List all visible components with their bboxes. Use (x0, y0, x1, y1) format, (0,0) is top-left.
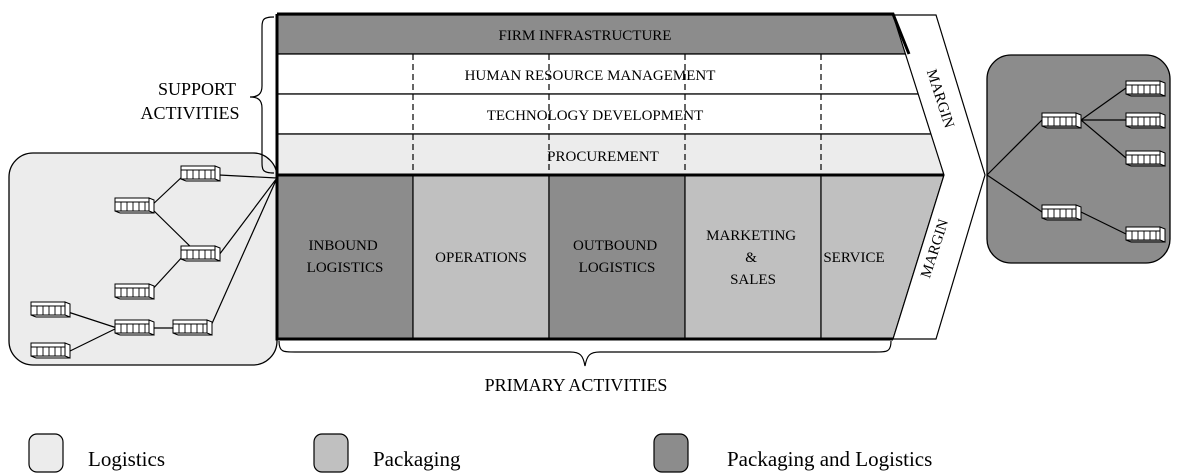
support-activities-label-line1: SUPPORT (158, 79, 236, 99)
primary-column-outbound-logistics (548, 174, 686, 340)
band-label-human-resource-management: HUMAN RESOURCE MANAGEMENT (465, 68, 716, 84)
band-label-procurement: PROCUREMENT (547, 149, 659, 165)
primary-label-service: SERVICE (823, 250, 884, 266)
primary-activities-label: PRIMARY ACTIVITIES (485, 375, 668, 395)
customer-network-panel (986, 54, 1171, 264)
value-chain-outline (275, 12, 944, 341)
warehouse-icon (1125, 80, 1166, 97)
warehouse-icon (180, 165, 221, 182)
warehouse-icon (30, 301, 71, 318)
margin-chevron: MARGIN MARGIN (892, 14, 986, 340)
warehouse-icon (114, 319, 155, 336)
support-dividers (412, 54, 822, 175)
warehouse-icon (30, 342, 71, 359)
warehouse-icon (1041, 112, 1082, 129)
supplier-links (67, 174, 278, 353)
supplier-network (8, 152, 278, 366)
legend: Logistics Packaging Packaging and Logist… (28, 433, 932, 473)
legend-swatch-packaging-and-logistics (653, 433, 689, 473)
primary-label-marketing-sales: MARKETING & SALES (706, 228, 800, 288)
warehouse-icon (114, 197, 155, 214)
band-label-firm-infrastructure: FIRM INFRASTRUCTURE (499, 28, 672, 44)
primary-activities-brace (278, 340, 892, 367)
legend-label-packaging-and-logistics: Packaging and Logistics (727, 447, 932, 471)
warehouse-icon (180, 245, 221, 262)
warehouse-icon (1125, 150, 1166, 167)
warehouse-icon (172, 319, 213, 336)
customer-links (986, 87, 1127, 235)
support-activities-label-line2: ACTIVITIES (141, 103, 240, 123)
warehouse-icon (114, 283, 155, 300)
band-label-technology-development: TECHNOLOGY DEVELOPMENT (487, 108, 704, 124)
primary-activities: INBOUND LOGISTICS OPERATIONS OUTBOUND LO… (276, 174, 945, 340)
primary-column-inbound-logistics (276, 174, 414, 340)
warehouse-icon (1125, 112, 1166, 129)
legend-label-packaging: Packaging (373, 447, 461, 471)
primary-label-outbound-logistics: OUTBOUND LOGISTICS (573, 238, 661, 276)
primary-label-inbound-logistics: INBOUND LOGISTICS (307, 238, 384, 276)
legend-swatch-logistics (28, 433, 64, 473)
primary-column-marketing-sales (684, 174, 822, 340)
warehouse-icon (1041, 204, 1082, 221)
legend-swatch-packaging (313, 433, 349, 473)
warehouse-icon (1125, 226, 1166, 243)
legend-label-logistics: Logistics (88, 447, 165, 471)
support-activities-brace (249, 16, 275, 174)
customer-network (986, 54, 1171, 264)
primary-label-operations: OPERATIONS (435, 250, 527, 266)
support-activities: FIRM INFRASTRUCTURE HUMAN RESOURCE MANAG… (276, 14, 945, 176)
